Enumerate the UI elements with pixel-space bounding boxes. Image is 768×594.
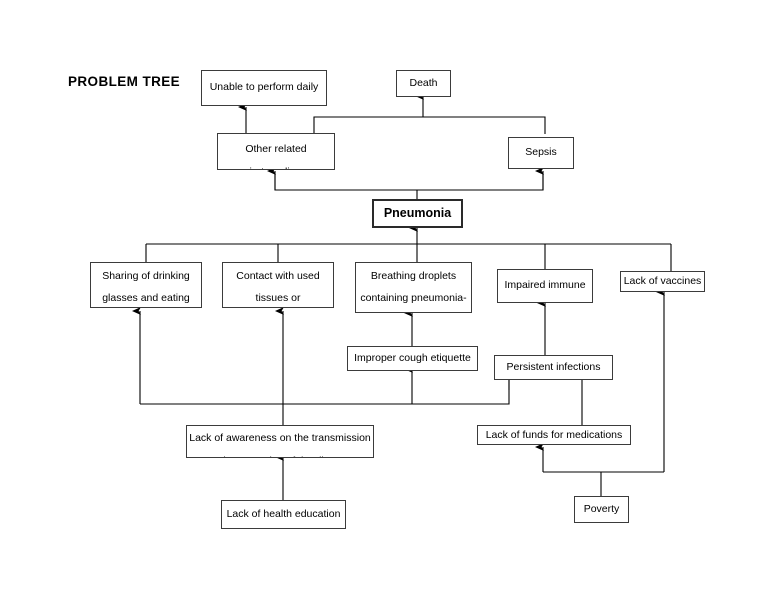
node-line: Persistent infections xyxy=(506,360,601,373)
node-line: Lack of vaccines xyxy=(623,274,702,287)
edge-bus-to-persistent-left xyxy=(412,378,510,405)
node-line: Unable to perform daily xyxy=(209,81,319,94)
node-pneumonia[interactable]: Pneumonia xyxy=(372,199,463,228)
node-line: Contact with used xyxy=(236,270,320,282)
node-contact-with-used-tissues[interactable]: Contact with used tissues or xyxy=(222,262,334,308)
node-other-related-respiratory-diseases[interactable]: Other related respiratory diseases xyxy=(217,133,335,170)
edge-pneumonia-upper-bus xyxy=(274,174,544,191)
node-death[interactable]: Death xyxy=(396,70,451,97)
node-line: Sepsis xyxy=(525,146,557,159)
node-breathing-droplets[interactable]: Breathing droplets containing pneumonia- xyxy=(355,262,472,313)
node-sharing-of-drinking-glasses[interactable]: Sharing of drinking glasses and eating xyxy=(90,262,202,308)
node-line: Lack of funds for medications xyxy=(485,428,623,441)
edge-top-bus xyxy=(313,116,546,134)
node-impaired-immune[interactable]: Impaired immune xyxy=(497,269,593,303)
node-line: glasses and eating xyxy=(102,292,190,305)
node-line: containing pneumonia- xyxy=(360,292,467,305)
node-line: Breathing droplets xyxy=(370,270,457,282)
node-persistent-infections[interactable]: Persistent infections xyxy=(494,355,613,380)
node-improper-cough-etiquette[interactable]: Improper cough etiquette xyxy=(347,346,478,371)
node-line: respiratory diseases xyxy=(229,166,323,169)
node-line: Other related xyxy=(245,143,307,155)
node-line: Lack of awareness on the transmission xyxy=(189,432,371,444)
node-line: and progression of the disease xyxy=(208,455,352,457)
node-line: Impaired immune xyxy=(504,279,586,292)
node-line: Poverty xyxy=(583,502,620,515)
node-line: Pneumonia xyxy=(383,205,452,220)
node-line: Sharing of drinking xyxy=(102,270,190,282)
node-line: Lack of health education xyxy=(226,507,341,520)
node-lack-of-funds-for-medications[interactable]: Lack of funds for medications xyxy=(477,425,631,445)
node-lack-of-health-education[interactable]: Lack of health education xyxy=(221,500,346,529)
node-lack-of-awareness[interactable]: Lack of awareness on the transmission an… xyxy=(186,425,374,458)
node-sepsis[interactable]: Sepsis xyxy=(508,137,574,169)
node-line: Death xyxy=(409,76,438,89)
node-line: Improper cough etiquette xyxy=(354,351,471,364)
node-lack-of-vaccines[interactable]: Lack of vaccines xyxy=(620,271,705,292)
node-poverty[interactable]: Poverty xyxy=(574,496,629,523)
node-unable-to-perform-daily[interactable]: Unable to perform daily xyxy=(201,70,327,106)
node-line: tissues or xyxy=(255,292,301,305)
page-title: PROBLEM TREE xyxy=(68,74,181,89)
